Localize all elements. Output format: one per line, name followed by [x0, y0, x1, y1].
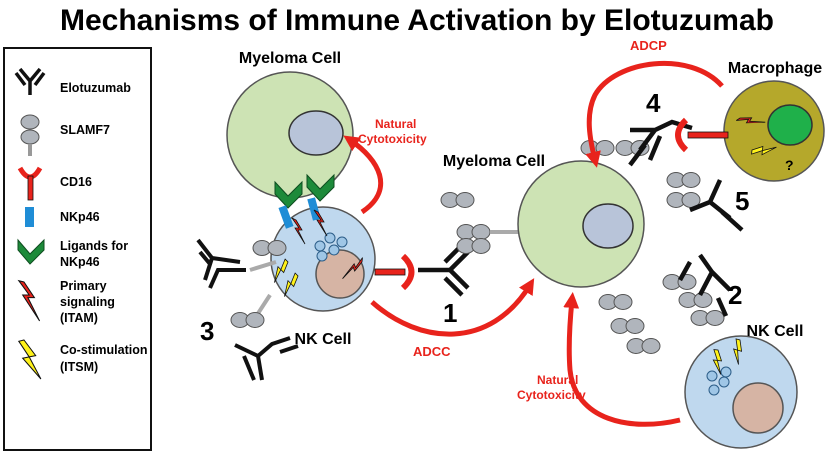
nkp46-ligands — [274, 173, 335, 209]
label-nk-cell-bottom: NK Cell — [747, 323, 804, 340]
label-natural-top-line1: Natural — [375, 117, 416, 131]
slamf7-icon — [20, 114, 40, 156]
slamf7-item1 — [440, 192, 520, 254]
legend-label-elotuzumab: Elotuzumab — [60, 81, 131, 95]
antibody-item3-b — [234, 336, 299, 381]
nk-granules — [314, 232, 348, 262]
antibody-item3-a — [196, 238, 246, 289]
page-title: Mechanisms of Immune Activation by Elotu… — [60, 4, 774, 37]
antibody-item2 — [678, 253, 732, 317]
antibody-icon — [14, 67, 46, 95]
antibody-item1 — [418, 243, 470, 297]
nkp46-icon — [25, 207, 34, 227]
nk-cell-left — [270, 206, 376, 312]
nk-granules-bottom — [706, 366, 732, 396]
legend-label-primary-line1: Primary — [60, 279, 107, 293]
myeloma-cell-center — [517, 160, 645, 288]
ligand-icon — [17, 238, 45, 265]
yellow-bolt-icon — [17, 339, 42, 380]
question-mark: ? — [785, 157, 794, 173]
label-adcc: ADCC — [413, 344, 451, 359]
legend-label-costim-line2: (ITSM) — [60, 360, 98, 374]
number-4: 4 — [646, 88, 661, 118]
nk-nucleus — [315, 249, 365, 299]
number-3: 3 — [200, 316, 214, 346]
number-5: 5 — [735, 186, 749, 216]
label-adcp: ADCP — [630, 38, 667, 53]
legend-label-primary-line2: signaling — [60, 295, 115, 309]
red-bolt-icon — [17, 279, 41, 322]
legend-label-slamf7: SLAMF7 — [60, 123, 110, 137]
legend-label-ligand-line1: Ligands for — [60, 239, 128, 253]
arrow-adcc — [370, 278, 535, 337]
legend-label-cd16: CD16 — [60, 175, 92, 189]
legend-label-costim-line1: Co-stimulation — [60, 343, 148, 357]
label-myeloma-center: Myeloma Cell — [443, 153, 545, 170]
label-nk-cell-left: NK Cell — [295, 331, 352, 348]
nk-cell-bottom-right — [684, 335, 798, 449]
number-1: 1 — [443, 298, 457, 328]
arrow-adcp — [585, 60, 724, 168]
myeloma-nucleus-center — [582, 203, 634, 249]
legend: Elotuzumab SLAMF7 CD16 NKp46 Ligands for… — [3, 47, 152, 451]
legend-label-ligand-line2: NKp46 — [60, 255, 100, 269]
legend-label-nkp46: NKp46 — [60, 210, 100, 224]
label-natural-bottom-line2: Cytotoxicity — [517, 388, 586, 402]
myeloma-nucleus — [288, 110, 344, 156]
antibody-item5 — [689, 179, 744, 232]
arrow-natural-cytotoxicity-top — [343, 135, 384, 215]
macrophage-cell — [723, 80, 825, 182]
macrophage-nucleus — [767, 104, 813, 146]
slamf7-nk-left — [230, 240, 287, 328]
nk-nucleus-bottom — [732, 382, 784, 434]
antibody-item4 — [628, 119, 693, 167]
myeloma-cell-top-left — [226, 71, 354, 199]
label-natural-top-line2: Cytotoxicity — [358, 132, 427, 146]
legend-label-primary-line3: (ITAM) — [60, 311, 98, 325]
cd16-macrophage — [675, 117, 729, 153]
label-natural-bottom-line1: Natural — [537, 373, 578, 387]
arrow-natural-cytotoxicity-bottom — [563, 292, 681, 427]
number-2: 2 — [728, 280, 742, 310]
cd16-bridge-left — [374, 253, 415, 291]
label-macrophage: Macrophage — [728, 60, 822, 77]
label-myeloma-top-left: Myeloma Cell — [239, 50, 341, 67]
cd16-icon — [17, 166, 43, 201]
